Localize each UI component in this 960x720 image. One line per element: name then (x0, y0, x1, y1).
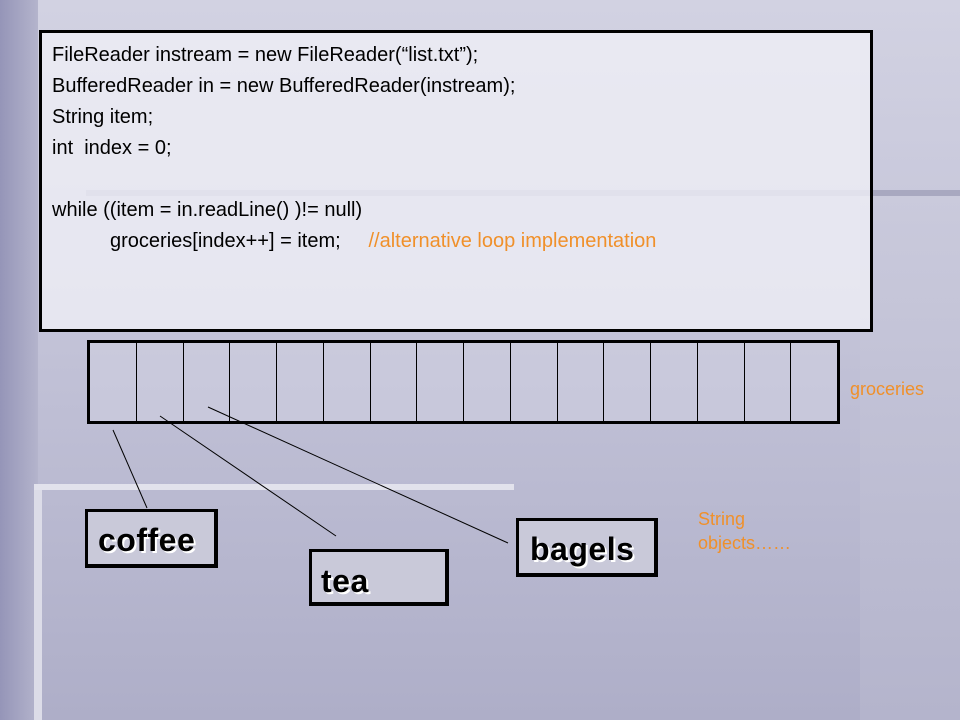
groceries-array (87, 340, 840, 424)
string-label-line-1: String (698, 509, 746, 529)
string-box-coffee (85, 509, 218, 568)
array-cell (371, 343, 418, 421)
pointer-bagels (207, 406, 509, 544)
code-line-6: groceries[index++] = item; //alternative… (110, 229, 656, 253)
array-cell (90, 343, 137, 421)
array-cell (604, 343, 651, 421)
code-line-1: FileReader instream = new FileReader(“li… (52, 44, 479, 66)
array-cell (698, 343, 745, 421)
code-line-6-statement: groceries[index++] = item; (110, 230, 341, 252)
array-cell (324, 343, 371, 421)
code-line-3: String item; (52, 106, 154, 128)
string-bagels: bagels (530, 531, 635, 567)
array-cell (511, 343, 558, 421)
background-band-horizontal (34, 484, 514, 490)
array-cell (745, 343, 792, 421)
array-cell (558, 343, 605, 421)
array-cell (464, 343, 511, 421)
string-tea: tea (321, 563, 369, 599)
code-box: FileReader instream = new FileReader(“li… (39, 30, 873, 332)
string-objects-label: String objects…… (698, 507, 791, 555)
pointer-coffee (112, 429, 148, 509)
array-cell (137, 343, 184, 421)
code-line-4: int index = 0; (52, 137, 172, 159)
array-cell (184, 343, 231, 421)
array-cell (417, 343, 464, 421)
array-label: groceries (850, 379, 925, 399)
code-comment: //alternative loop implementation (368, 230, 657, 252)
string-label-line-2: objects…… (698, 533, 792, 553)
pointer-tea (159, 415, 337, 537)
array-cell (277, 343, 324, 421)
background-band-vertical (34, 484, 42, 720)
array-cell (230, 343, 277, 421)
array-cell (651, 343, 698, 421)
code-line-2: BufferedReader in = new BufferedReader(i… (52, 75, 516, 97)
background-band-right (860, 190, 960, 720)
string-coffee: coffee (98, 522, 196, 558)
background-band-left (0, 0, 38, 720)
string-box-tea (309, 549, 449, 606)
string-box-bagels (516, 518, 658, 577)
code-line-5: while ((item = in.readLine() )!= null) (52, 199, 363, 221)
